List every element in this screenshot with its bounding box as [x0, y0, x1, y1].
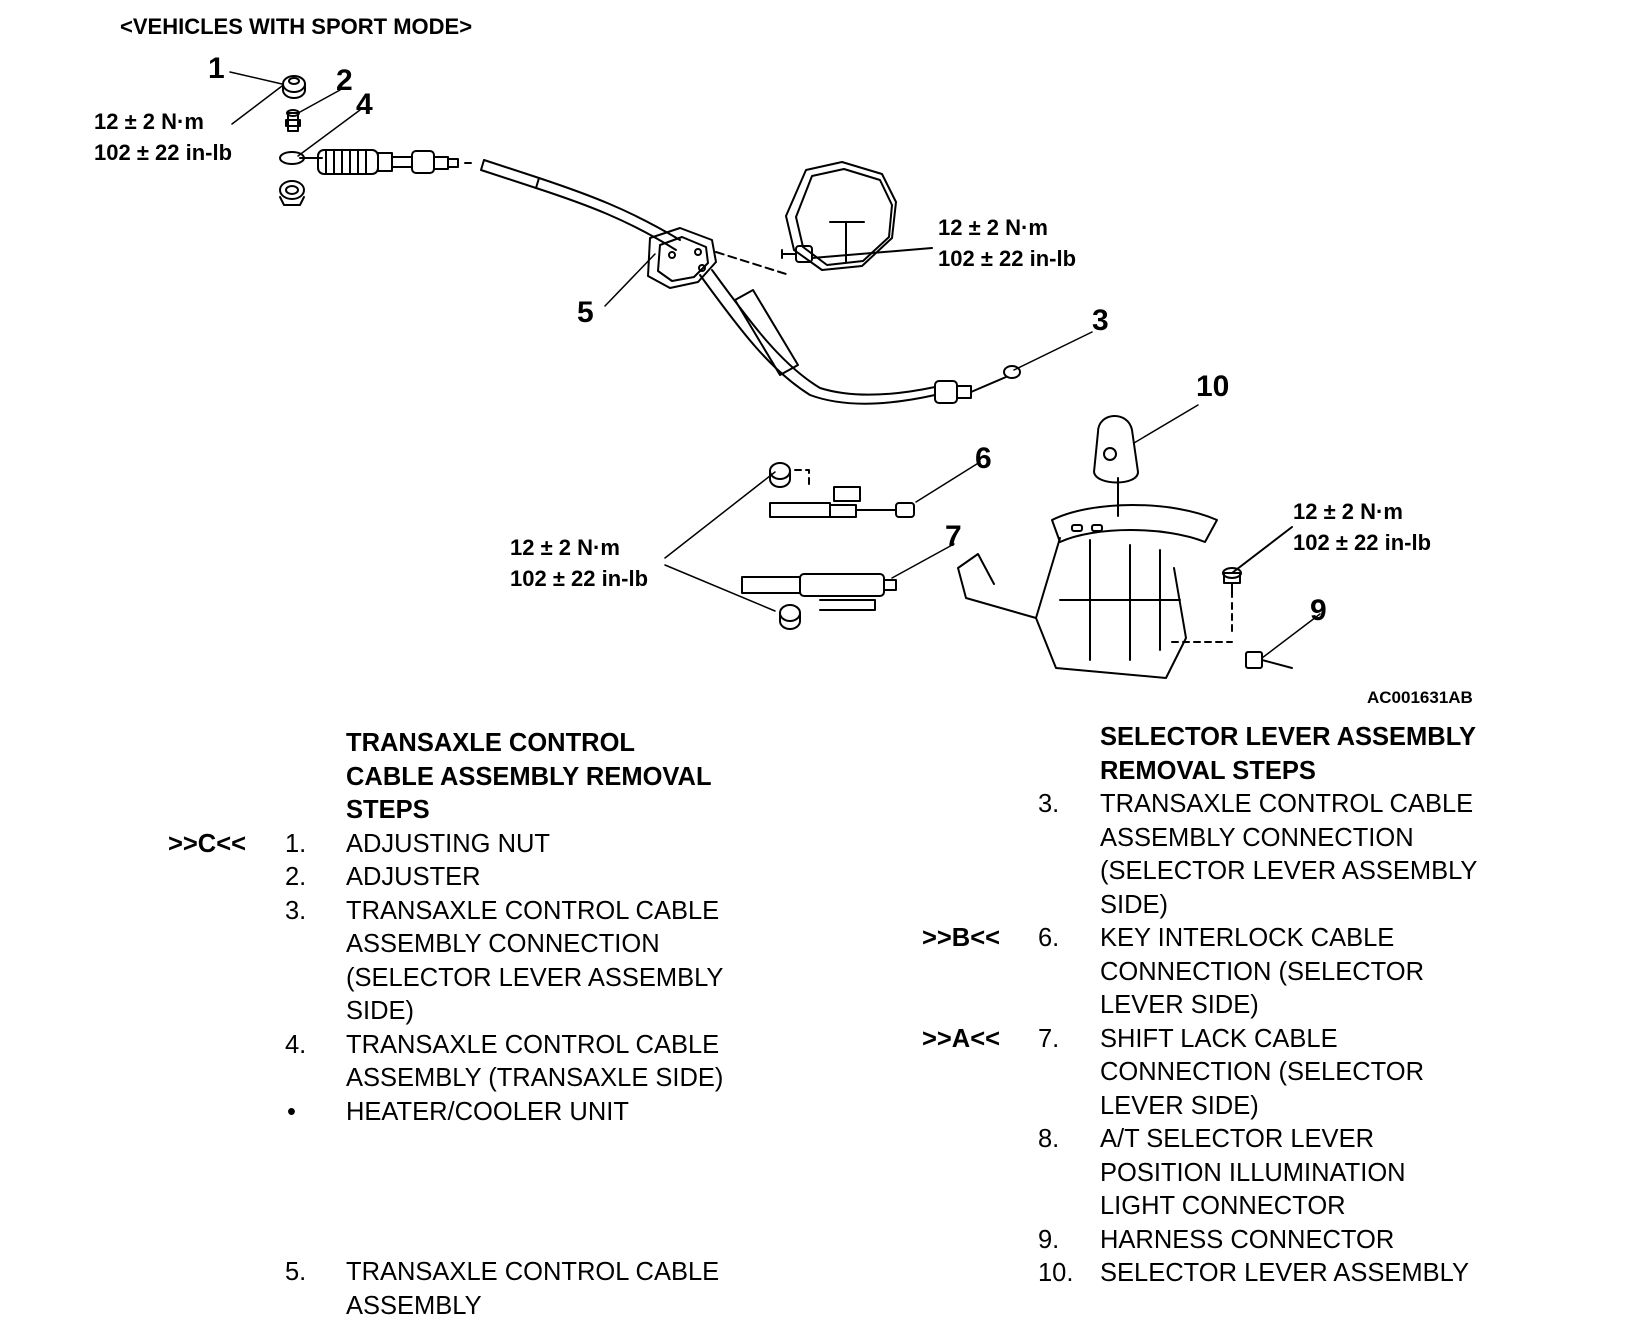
leader-lines: [229, 71, 1321, 659]
callout-9: 9: [1310, 594, 1327, 627]
step-text: (SELECTOR LEVER ASSEMBLY: [346, 963, 724, 992]
callout-10: 10: [1196, 370, 1230, 403]
torque-spec-bracket-bolt: 12 ± 2 N·m 102 ± 22 in-lb: [938, 215, 1077, 271]
callout-2: 2: [336, 64, 353, 97]
step-text: ASSEMBLY CONNECTION: [1100, 823, 1414, 852]
step-text: KEY INTERLOCK CABLE: [1100, 924, 1395, 952]
step-text: A/T SELECTOR LEVER: [1100, 1125, 1374, 1153]
step-item: 10. SELECTOR LEVER ASSEMBLY: [0, 1257, 1632, 1291]
key-interlock-cable-part: [769, 462, 915, 518]
figure-id: AC001631AB: [1367, 688, 1473, 707]
step-text: SIDE): [346, 997, 415, 1025]
step-text: TRANSAXLE CONTROL CABLE: [346, 896, 720, 925]
step-number: 3.: [1038, 790, 1060, 818]
step-item: 2. ADJUSTER: [0, 861, 820, 895]
callout-1: 1: [208, 52, 225, 85]
torque-spec-adjusting-nut: 12 ± 2 N·m 102 ± 22 in-lb: [94, 109, 233, 165]
step-number: 7.: [1038, 1024, 1060, 1053]
bullet-marker: •: [287, 1097, 296, 1126]
step-text: SIDE): [1100, 890, 1169, 919]
step-marker: >>C<<: [168, 829, 246, 858]
step-item: 3. TRANSAXLE CONTROL CABLE ASSEMBLY CONN…: [0, 895, 820, 1029]
section-title: SELECTOR LEVER ASSEMBLY REMOVAL STEPS: [1100, 723, 1476, 785]
callout-7: 7: [945, 520, 962, 553]
harness-connector-part: [1171, 641, 1293, 669]
step-text: ASSEMBLY (TRANSAXLE SIDE): [346, 1064, 724, 1092]
step-number: 9.: [1038, 1225, 1060, 1254]
step-marker: >>A<<: [922, 1024, 1000, 1053]
step-text: CONNECTION (SELECTOR: [1100, 957, 1424, 986]
step-item: 4. TRANSAXLE CONTROL CABLE ASSEMBLY (TRA…: [0, 1029, 820, 1096]
step-number: 2.: [285, 863, 307, 891]
step-number: 10.: [1038, 1259, 1074, 1287]
step-text: LIGHT CONNECTOR: [1100, 1192, 1346, 1220]
selector-lever-assembly-part: [957, 415, 1218, 679]
callout-3: 3: [1092, 304, 1109, 337]
step-text: SHIFT LACK CABLE: [1100, 1024, 1338, 1053]
step-item: 9. HARNESS CONNECTOR: [0, 1224, 1632, 1258]
callout-5: 5: [577, 296, 594, 329]
heater-cooler-unit-part: [785, 161, 897, 271]
torque-spec-selector-bolt: 12 ± 2 N·m 102 ± 22 in-lb: [1293, 499, 1432, 555]
step-number: 8.: [1038, 1125, 1060, 1153]
step-text: (SELECTOR LEVER ASSEMBLY: [1100, 857, 1478, 885]
torque-spec-cable-nuts: 12 ± 2 N·m 102 ± 22 in-lb: [510, 535, 649, 591]
control-cable-part: [480, 159, 1021, 405]
step-text: POSITION ILLUMINATION: [1100, 1158, 1406, 1187]
shift-lock-cable-part: [741, 573, 897, 630]
step-number: 6.: [1038, 924, 1060, 952]
step-number: 4.: [285, 1030, 307, 1059]
step-item: 5. TRANSAXLE CONTROL CABLE ASSEMBLY: [0, 1256, 820, 1323]
adjusting-nut-part: [282, 75, 306, 99]
selector-bolt-part: [1222, 526, 1293, 634]
callout-6: 6: [975, 442, 992, 475]
step-marker: >>B<<: [922, 924, 1000, 952]
step-number: 1.: [285, 829, 307, 858]
step-text: LEVER SIDE): [1100, 1091, 1259, 1120]
step-number: 3.: [285, 896, 307, 925]
section-title: TRANSAXLE CONTROL CABLE ASSEMBLY REMOVAL…: [346, 729, 712, 824]
cable-bracket-part: [647, 227, 787, 289]
exploded-view-figure: <VEHICLES WITH SPORT MODE> 1 2 4 5 3 10 …: [94, 14, 1473, 707]
step-text: SELECTOR LEVER ASSEMBLY: [1100, 1259, 1469, 1287]
step-text: TRANSAXLE CONTROL CABLE: [346, 1030, 720, 1059]
step-item: 3. TRANSAXLE CONTROL CABLE ASSEMBLY CONN…: [0, 788, 1632, 922]
step-item: • HEATER/COOLER UNIT: [0, 1096, 820, 1130]
step-item: >>B<< 6. KEY INTERLOCK CABLE CONNECTION …: [0, 922, 1632, 1023]
step-text: ADJUSTING NUT: [346, 829, 550, 858]
step-text: CONNECTION (SELECTOR: [1100, 1058, 1424, 1086]
cable-end-boot-part: [299, 149, 476, 175]
step-text: LEVER SIDE): [1100, 991, 1259, 1019]
exploded-view-drawing: [229, 71, 1321, 679]
step-text: ASSEMBLY CONNECTION: [346, 930, 660, 958]
step-text: TRANSAXLE CONTROL CABLE: [1100, 790, 1474, 818]
step-text: HARNESS CONNECTOR: [1100, 1225, 1395, 1254]
step-item: >>C<< 1. ADJUSTING NUT: [0, 828, 820, 862]
step-item: 8. A/T SELECTOR LEVER POSITION ILLUMINAT…: [0, 1123, 1632, 1224]
callout-4: 4: [356, 88, 373, 121]
step-number: 5.: [285, 1258, 307, 1286]
step-text: ADJUSTER: [346, 863, 481, 891]
step-text: TRANSAXLE CONTROL CABLE: [346, 1258, 720, 1286]
adjuster-part: [285, 109, 301, 132]
bushing-part: [279, 180, 305, 206]
step-item: >>A<< 7. SHIFT LACK CABLE CONNECTION (SE…: [0, 1023, 1632, 1124]
step-text: ASSEMBLY: [346, 1291, 482, 1320]
selector-lever-removal-steps: SELECTOR LEVER ASSEMBLY REMOVAL STEPS 3.…: [0, 721, 1632, 1291]
vehicle-variant-header: <VEHICLES WITH SPORT MODE>: [120, 14, 473, 39]
step-text: HEATER/COOLER UNIT: [346, 1097, 629, 1126]
transaxle-cable-removal-steps: TRANSAXLE CONTROL CABLE ASSEMBLY REMOVAL…: [0, 727, 820, 1323]
